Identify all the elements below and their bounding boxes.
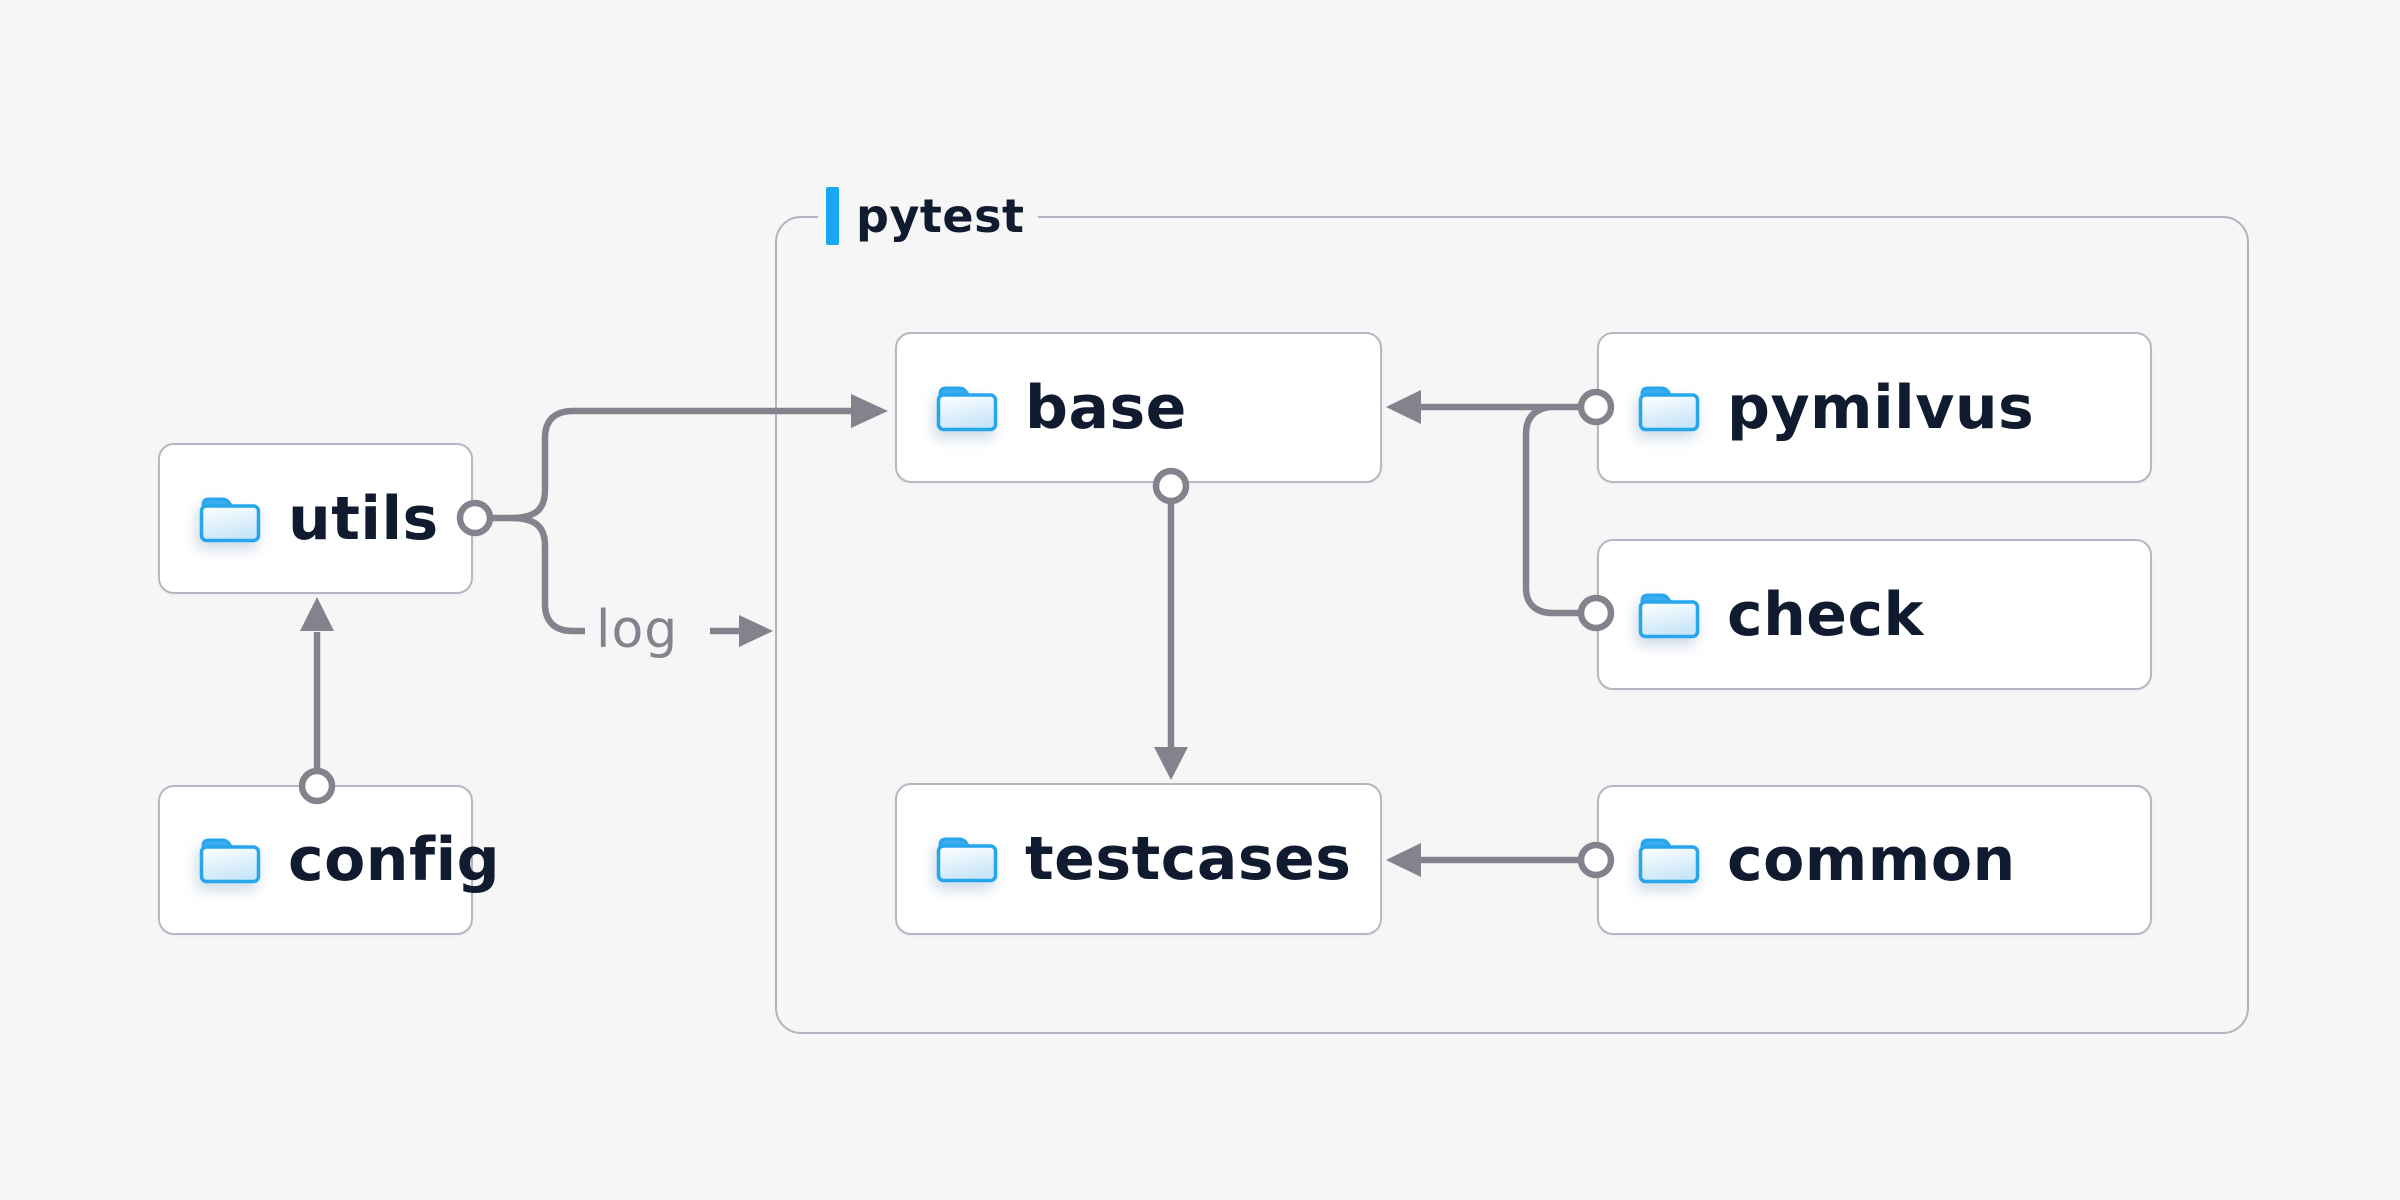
node-label: utils <box>288 483 439 554</box>
folder-icon <box>199 838 261 884</box>
node-testcases: testcases <box>895 783 1382 935</box>
group-title: pytest <box>856 189 1025 243</box>
node-label: pymilvus <box>1727 372 2035 443</box>
pytest-group-border <box>775 216 2249 1034</box>
node-label: common <box>1727 825 2016 895</box>
node-utils: utils <box>158 443 473 594</box>
node-label: config <box>288 825 501 895</box>
folder-icon <box>1638 386 1700 431</box>
pytest-group-label: pytest <box>818 185 1039 247</box>
edge-config-utils <box>298 597 336 805</box>
node-label: check <box>1727 579 1924 650</box>
node-common: common <box>1597 785 2152 935</box>
accent-bar-icon <box>826 187 839 245</box>
node-config: config <box>158 785 500 935</box>
node-label: base <box>1025 372 1187 443</box>
node-check: check <box>1597 539 2152 690</box>
folder-icon <box>936 386 998 431</box>
node-pymilvus: pymilvus <box>1597 332 2152 483</box>
folder-icon <box>1638 838 1700 884</box>
folder-icon <box>1638 593 1700 638</box>
node-base: base <box>895 332 1382 483</box>
log-edge-label: log <box>596 600 679 660</box>
folder-icon <box>936 837 998 883</box>
node-label: testcases <box>1025 824 1352 894</box>
folder-icon <box>199 497 261 542</box>
